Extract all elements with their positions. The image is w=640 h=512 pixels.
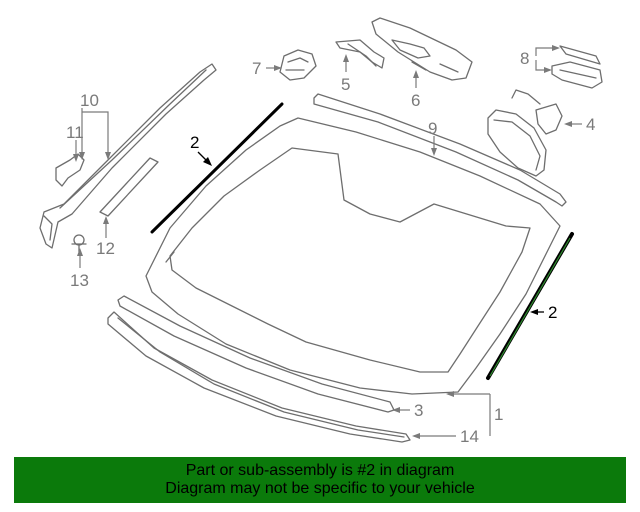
callout-1: 1: [494, 405, 503, 424]
callout-9: 9: [428, 119, 437, 138]
callout-13: 13: [70, 271, 89, 290]
callout-11: 11: [66, 123, 84, 142]
part-cowl-molding-14[interactable]: [107, 311, 411, 443]
part-strip-12[interactable]: [99, 157, 159, 217]
part-mount-8[interactable]: [551, 45, 603, 89]
callout-2-left: 2: [190, 133, 199, 152]
callout-2-right: 2: [548, 303, 557, 322]
part-side-molding-2-left[interactable]: [150, 102, 284, 234]
leader-lines: [73, 45, 582, 439]
part-side-molding-2-right[interactable]: [486, 232, 574, 380]
part-bracket-5[interactable]: [335, 39, 385, 69]
callout-8: 8: [520, 49, 529, 68]
callout-10: 10: [80, 91, 99, 110]
callout-3: 3: [414, 401, 423, 420]
callout-5: 5: [341, 75, 350, 94]
part-clip-11[interactable]: [55, 153, 85, 187]
part-lower-molding-3[interactable]: [117, 295, 395, 413]
info-banner: Part or sub-assembly is #2 in diagram Di…: [14, 457, 626, 503]
callout-6: 6: [411, 91, 420, 110]
part-windshield-1[interactable]: [145, 117, 561, 395]
callout-12: 12: [96, 239, 115, 258]
part-sensor-7[interactable]: [279, 49, 317, 81]
callout-4: 4: [586, 115, 595, 134]
banner-line-2: Diagram may not be specific to your vehi…: [165, 480, 475, 497]
part-pin-13[interactable]: [71, 234, 87, 253]
part-mirror-cover-6[interactable]: [371, 17, 473, 81]
callout-7: 7: [252, 59, 261, 78]
part-rearview-mirror-4[interactable]: [487, 89, 563, 177]
callout-14: 14: [460, 427, 479, 446]
banner-line-1: Part or sub-assembly is #2 in diagram: [185, 462, 455, 479]
part-top-molding-9[interactable]: [313, 93, 567, 207]
part-a-pillar-trim[interactable]: [39, 63, 217, 249]
parts-diagram: 10 11 12 13 7 5 6 8 4 9 3 14 1 2 2: [39, 17, 603, 446]
